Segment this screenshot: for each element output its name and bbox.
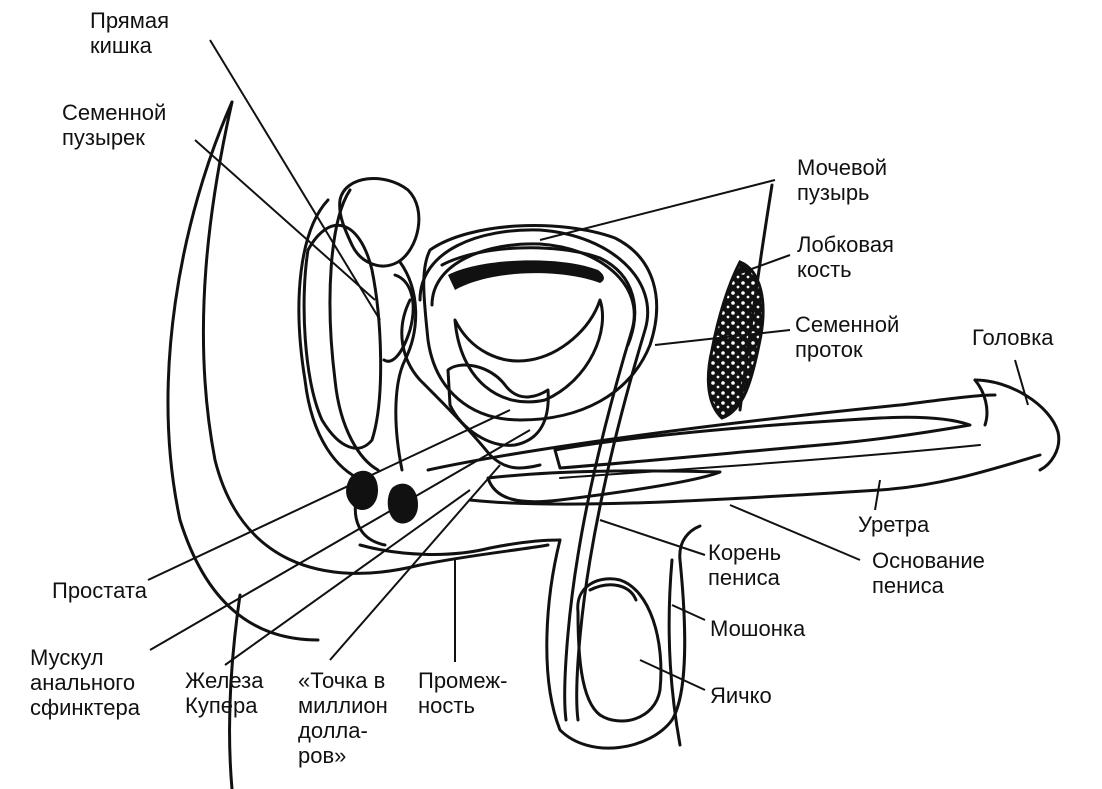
leader-lines <box>147 39 1029 691</box>
label-perineum: Промеж-ность <box>418 668 508 718</box>
testicle <box>576 577 663 723</box>
perineum <box>358 538 562 556</box>
body-outline <box>166 100 550 789</box>
pubic-bone <box>706 183 774 420</box>
prostate <box>446 363 550 447</box>
label-glans: Головка <box>972 325 1054 350</box>
label-testicle: Яичко <box>710 683 772 708</box>
label-prostate: Простата <box>52 578 147 603</box>
anal-sphincter <box>346 470 387 547</box>
seminal-vesicle <box>338 177 421 472</box>
bladder <box>422 224 658 422</box>
label-scrotum: Мошонка <box>710 616 806 641</box>
vas-deferens <box>400 228 650 722</box>
scrotum <box>545 524 702 750</box>
rectum <box>297 188 383 482</box>
label-urethra: Уретра <box>858 512 930 537</box>
penis <box>426 378 1061 506</box>
